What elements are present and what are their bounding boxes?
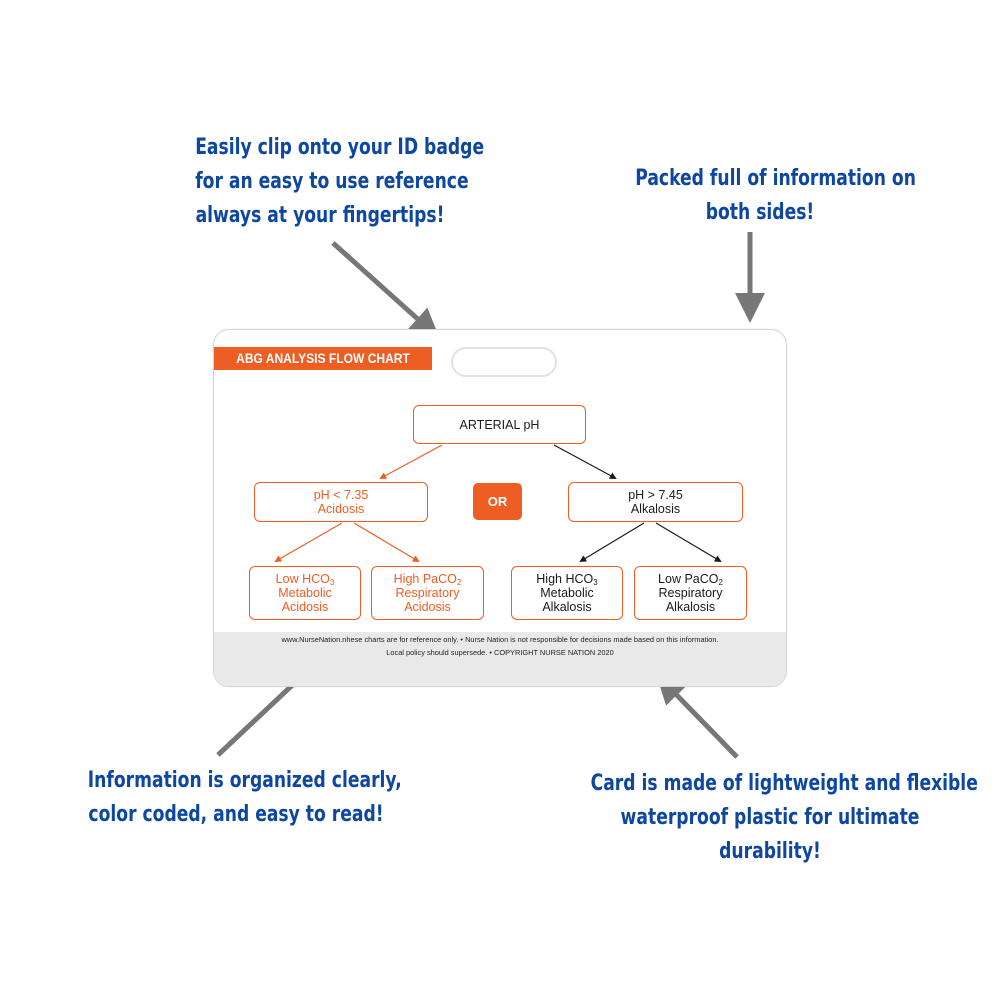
leaf-label: Low PaCO (658, 572, 719, 586)
box-respiratory-acidosis-line: Acidosis (404, 600, 451, 614)
footer-disclaimer: www.NurseNation.nhese charts are for ref… (214, 635, 786, 644)
box-respiratory-acidosis: High PaCO2 Respiratory Acidosis (371, 566, 484, 620)
footer-copyright: Local policy should supersede. • COPYRIG… (386, 648, 614, 657)
box-alkalosis-line: pH > 7.45 (628, 488, 683, 502)
box-metabolic-alkalosis-line: High HCO3 (536, 572, 598, 587)
leaf-subscript: 3 (329, 578, 335, 587)
leaf-label: Low HCO (275, 572, 330, 586)
box-metabolic-acidosis: Low HCO3 Metabolic Acidosis (249, 566, 361, 620)
box-alkalosis: pH > 7.45 Alkalosis (568, 482, 743, 522)
box-acidosis-line: Acidosis (317, 502, 365, 516)
callout-material-line: Card is made of lightweight and flexible (590, 771, 978, 796)
arrow-acidosis-respiratory (353, 522, 420, 563)
box-metabolic-acidosis-line: Metabolic (278, 586, 332, 600)
box-metabolic-alkalosis-line: Metabolic (540, 586, 594, 600)
arrow-acidosis-metabolic (274, 522, 343, 562)
callout-packed-line: Packed full of information on (635, 166, 916, 191)
arrow-root-acidosis (379, 444, 443, 479)
callout-packed-line: both sides! (705, 200, 815, 225)
callout-material-line: durability! (719, 839, 821, 864)
box-acidosis: pH < 7.35 Acidosis (254, 482, 428, 522)
arrow-root-alkalosis (553, 444, 617, 479)
callout-organized-line: Information is organized clearly, (87, 768, 402, 793)
box-alkalosis-line: Alkalosis (630, 502, 681, 516)
box-arterial-ph-text: ARTERIAL pH (459, 417, 540, 432)
callout-organized-line: color coded, and easy to read! (88, 802, 384, 827)
leaf-label: High HCO (536, 572, 594, 586)
callout-organized: Information is organized clearly, color … (87, 764, 402, 832)
box-arterial-ph: ARTERIAL pH (413, 405, 586, 444)
callout-material-line: waterproof plastic for ultimate (620, 805, 920, 830)
box-respiratory-acidosis-line: Respiratory (395, 586, 460, 600)
box-metabolic-alkalosis-line: Alkalosis (542, 600, 592, 614)
callout-clip-line: always at your fingertips! (195, 203, 445, 228)
box-respiratory-alkalosis: Low PaCO2 Respiratory Alkalosis (634, 566, 747, 620)
box-respiratory-acidosis-line: High PaCO2 (393, 572, 462, 587)
callout-clip: Easily clip onto your ID badge for an ea… (195, 131, 485, 233)
or-badge: OR (473, 483, 522, 520)
box-respiratory-alkalosis-line: Low PaCO2 (658, 572, 723, 587)
arrow-material (655, 673, 739, 759)
callout-packed: Packed full of information on both sides… (635, 162, 916, 230)
leaf-subscript: 2 (718, 578, 723, 587)
badge-card: ABG ANALYSIS FLOW CHART ARTERIAL pH pH <… (213, 329, 787, 687)
card-footer: www.NurseNation.nhese charts are for ref… (214, 632, 786, 686)
clip-slot (451, 347, 557, 377)
box-metabolic-acidosis-line: Acidosis (281, 600, 329, 614)
callout-clip-line: Easily clip onto your ID badge (195, 135, 485, 160)
arrow-clip (331, 241, 440, 339)
card-title: ABG ANALYSIS FLOW CHART (214, 347, 432, 370)
footer-disclaimer-text: hese charts are for reference only. • Nu… (346, 635, 719, 644)
leaf-label: High PaCO (393, 572, 457, 586)
card-title-text: ABG ANALYSIS FLOW CHART (236, 350, 410, 366)
callout-material: Card is made of lightweight and flexible… (590, 767, 978, 869)
arrow-alkalosis-metabolic (579, 522, 645, 563)
box-acidosis-line: pH < 7.35 (313, 488, 369, 502)
leaf-subscript: 3 (593, 578, 598, 587)
flow-arrows (274, 444, 722, 563)
box-respiratory-alkalosis-line: Alkalosis (665, 600, 716, 614)
callout-clip-line: for an easy to use reference (195, 169, 469, 194)
arrow-alkalosis-respiratory (655, 522, 722, 563)
footer-url: www.NurseNation.n (281, 635, 347, 644)
box-metabolic-alkalosis: High HCO3 Metabolic Alkalosis (511, 566, 623, 620)
box-respiratory-alkalosis-line: Respiratory (658, 586, 723, 600)
box-metabolic-acidosis-line: Low HCO3 (275, 572, 335, 587)
leaf-subscript: 2 (456, 578, 462, 587)
